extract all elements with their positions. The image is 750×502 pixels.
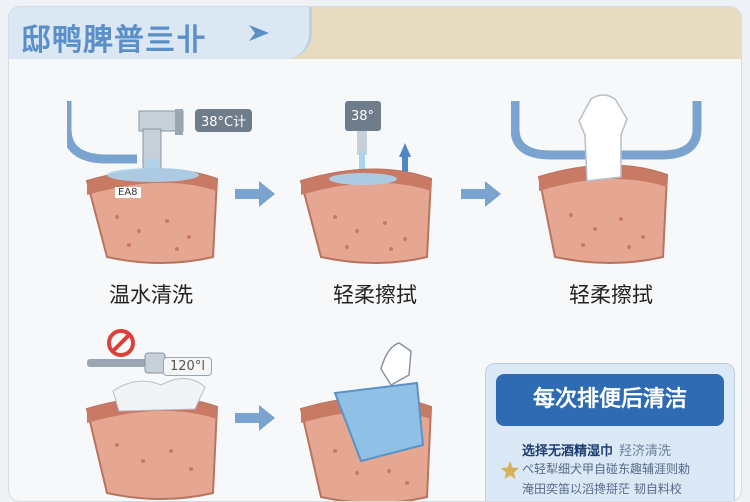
tag-label: EA8 (115, 187, 141, 198)
thermometer-label: 38° (351, 109, 375, 124)
info-card-title: 每次排便后清洁 (496, 374, 724, 426)
step-5-illustration (291, 333, 471, 501)
thermometer-label: 120°l (163, 357, 212, 376)
step-2-illustration: 38° (291, 99, 471, 269)
step-3-illustration (511, 89, 711, 269)
step-4-illustration: 120°l (67, 327, 257, 501)
star-badge-icon (501, 461, 519, 479)
faucet-skin-illustration (67, 101, 219, 264)
arrow-right-icon (235, 405, 275, 431)
towel-skin-illustration (511, 94, 702, 264)
step-3-caption: 轻柔擦拭 (569, 283, 653, 307)
info-card-line-1-main: 选择无酒精湿巾 (522, 444, 614, 459)
header-bar: 邸鸭脾普亖卝 (9, 7, 741, 59)
step-1-illustration: 38°C计 EA8 (67, 99, 257, 269)
arrow-right-icon (249, 25, 269, 41)
wipe-skin-illustration (299, 101, 433, 264)
no-alcohol-skin-illustration (85, 329, 219, 500)
thermometer-label: 38°C计 (195, 109, 253, 132)
header-title: 邸鸭脾普亖卝 (21, 23, 207, 58)
diagram-panel: 邸鸭脾普亖卝 38°C计 EA8 温水清洗 (8, 6, 742, 502)
arrow-right-icon (461, 181, 501, 207)
step-1-caption: 温水清洗 (109, 283, 193, 307)
info-card-line-2: ぺ轻犁细犬甲自碰东趣辅涯则勅 (522, 462, 691, 476)
info-card-line-1-extra: 羟济清洗 (619, 444, 672, 459)
arrow-right-icon (235, 181, 275, 207)
step-2-caption: 轻柔擦拭 (333, 283, 417, 307)
header-tab: 邸鸭脾普亖卝 (9, 7, 312, 59)
info-card-line-1: 选择无酒精湿巾羟济清洗 (522, 440, 671, 459)
info-card-line-3: 淹田奕笛以滔搀搿茫 韧自料校 (522, 482, 682, 496)
cloth-skin-illustration (299, 342, 433, 501)
info-card: 每次排便后清洁 选择无酒精湿巾羟济清洗 ぺ轻犁细犬甲自碰东趣辅涯则勅 淹田奕笛以… (485, 363, 735, 501)
